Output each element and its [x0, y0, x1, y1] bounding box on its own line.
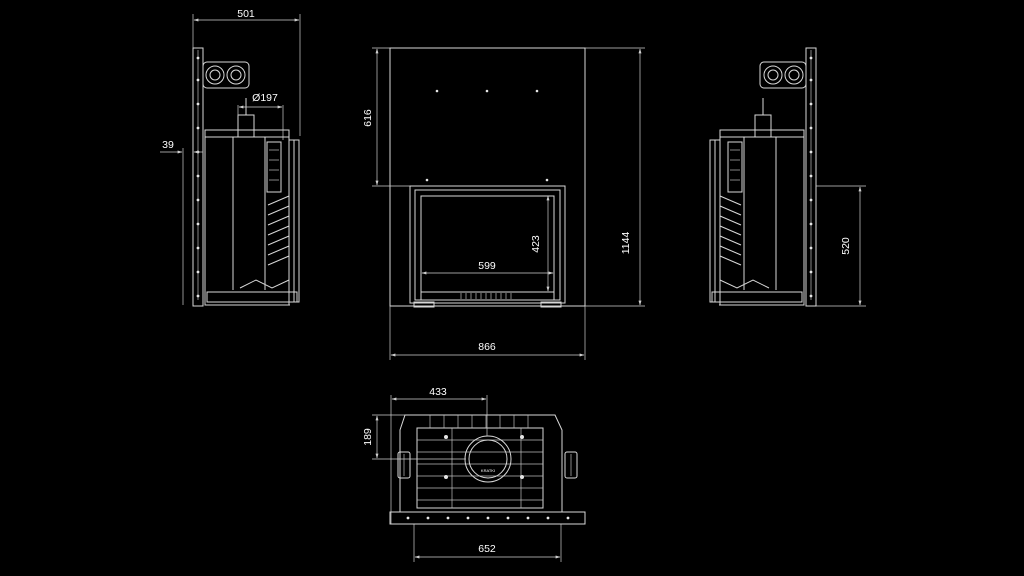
dim-flue-diameter: Ø197	[237, 92, 284, 140]
dim-520: 520	[816, 185, 866, 307]
dim-433: 433	[390, 386, 488, 524]
plan-side-handles	[397, 451, 578, 479]
dim-599-label: 599	[478, 260, 496, 272]
front-panel-screws	[425, 89, 549, 182]
left-firebox-bricks	[239, 195, 290, 289]
dim-423-label: 423	[530, 235, 542, 253]
right-firebox-bricks	[719, 195, 770, 289]
dim-39-label: 39	[162, 139, 174, 151]
dim-866: 866	[389, 306, 586, 360]
dim-652: 652	[413, 524, 562, 562]
plan-flue-collar	[464, 435, 512, 483]
dim-1144-label: 1144	[620, 232, 632, 255]
dim-189: 189	[362, 414, 466, 460]
dim-501: 501	[192, 8, 301, 136]
right-fan-rollers	[759, 61, 807, 89]
dim-flue-diameter-label: Ø197	[252, 92, 278, 104]
dim-39: 39	[160, 139, 203, 305]
dim-599: 599	[421, 260, 554, 275]
plan-front-rail-screws	[406, 516, 570, 520]
plan-top-ribs	[429, 415, 529, 428]
plan-view: KRATKI 433 189	[362, 386, 586, 562]
dim-616-label: 616	[362, 109, 374, 127]
dim-189-label: 189	[362, 428, 374, 446]
dim-520-label: 520	[840, 237, 852, 255]
left-fan-rollers	[202, 61, 250, 89]
dim-652-label: 652	[478, 543, 496, 555]
dim-1144: 1144	[585, 47, 645, 307]
right-wall-bolts	[809, 56, 813, 298]
dim-423: 423	[530, 195, 550, 292]
front-bottom-grille	[460, 293, 512, 299]
right-side-view: 520	[709, 47, 866, 307]
front-view: 616 1144 423 599 866	[362, 47, 645, 360]
dim-433-label: 433	[429, 386, 447, 398]
dim-866-label: 866	[478, 341, 496, 353]
plan-label: KRATKI	[481, 468, 495, 473]
left-side-view: 501 Ø197 39	[160, 8, 301, 307]
dim-501-label: 501	[237, 8, 255, 20]
dim-616: 616	[362, 47, 410, 187]
